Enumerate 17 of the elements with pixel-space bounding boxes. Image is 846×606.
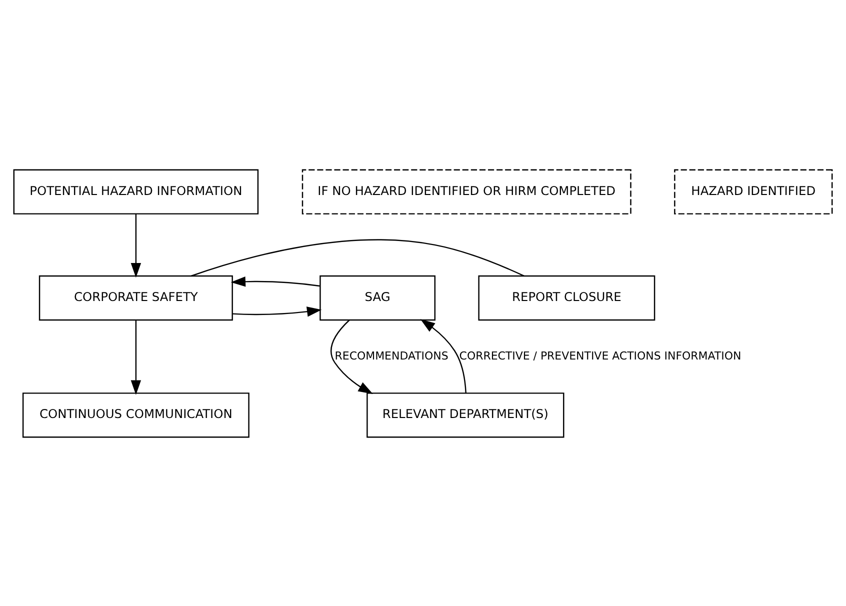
edge-label: RECOMMENDATIONS — [334, 348, 448, 362]
arrow — [232, 306, 322, 316]
arrow — [330, 319, 373, 394]
arrow — [130, 214, 142, 278]
node-box: CONTINUOUS COMMUNICATION — [22, 392, 250, 438]
arrow — [420, 318, 466, 393]
arrow — [230, 276, 320, 286]
edge-label: CORRECTIVE / PREVENTIVE ACTIONS INFORMATION — [459, 348, 742, 362]
arrow — [130, 320, 142, 394]
node-box: POTENTIAL HAZARD INFORMATION — [13, 168, 259, 214]
node-box: REPORT CLOSURE — [478, 274, 656, 320]
node-box: RELEVANT DEPARTMENT(S) — [366, 392, 564, 438]
connector — [190, 238, 524, 276]
node-box: IF NO HAZARD IDENTIFIED OR HIRM COMPLETED — [302, 168, 632, 214]
node-box: CORPORATE SAFETY — [38, 274, 233, 320]
node-box: HAZARD IDENTIFIED — [674, 168, 833, 214]
node-box: SAG — [320, 274, 436, 320]
